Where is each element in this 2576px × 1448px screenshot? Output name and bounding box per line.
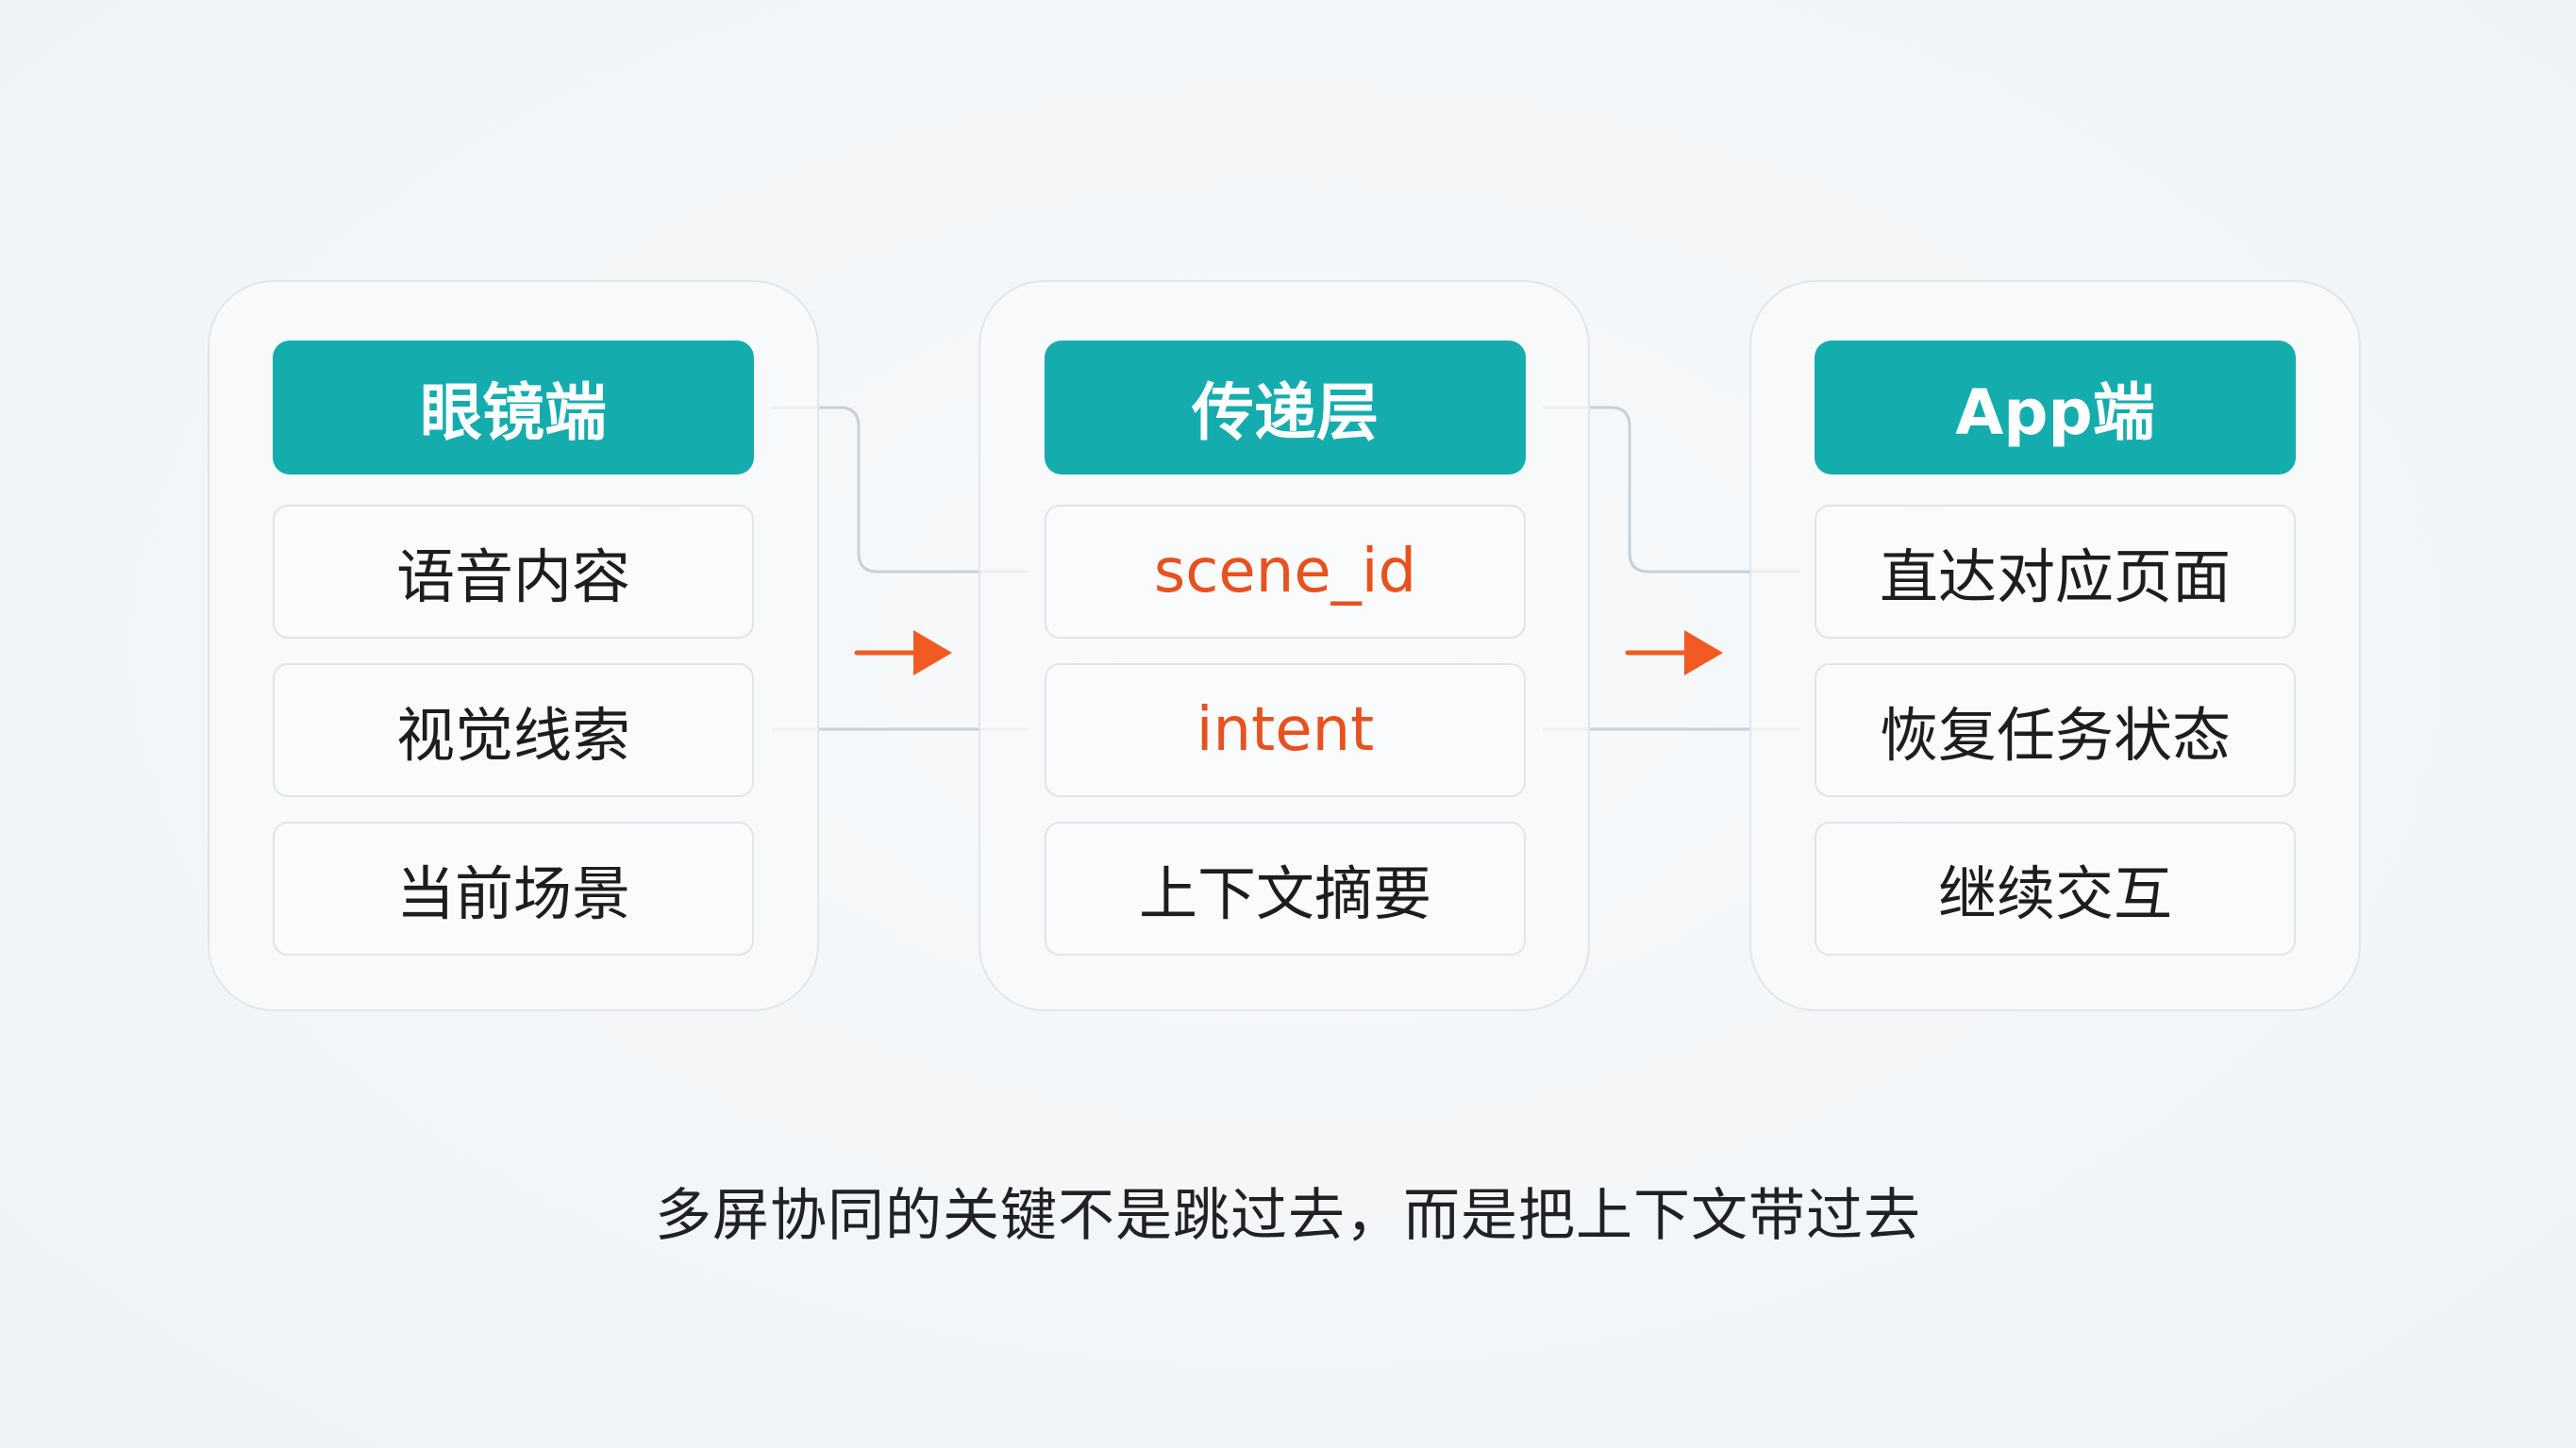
glasses-header: 眼镜端 <box>273 341 754 474</box>
transfer-layer-header: 传递层 <box>1045 341 1526 474</box>
visual-cues-card: 视觉线索 <box>273 663 754 797</box>
intent-card: intent <box>1045 663 1526 797</box>
restore-state-card: 恢复任务状态 <box>1815 663 2296 797</box>
scene-id-card: scene_id <box>1045 505 1526 639</box>
arrow-right-icon <box>1625 630 1723 675</box>
current-scene-card: 当前场景 <box>273 822 754 956</box>
continue-interaction-card: 继续交互 <box>1815 822 2296 956</box>
arrow-right-icon <box>854 630 952 675</box>
context-summary-card: 上下文摘要 <box>1045 822 1526 956</box>
diagram-caption: 多屏协同的关键不是跳过去，而是把上下文带过去 <box>655 1183 1921 1249</box>
direct-page-card: 直达对应页面 <box>1815 505 2296 639</box>
app-header: App端 <box>1815 341 2296 474</box>
voice-content-card: 语音内容 <box>273 505 754 639</box>
